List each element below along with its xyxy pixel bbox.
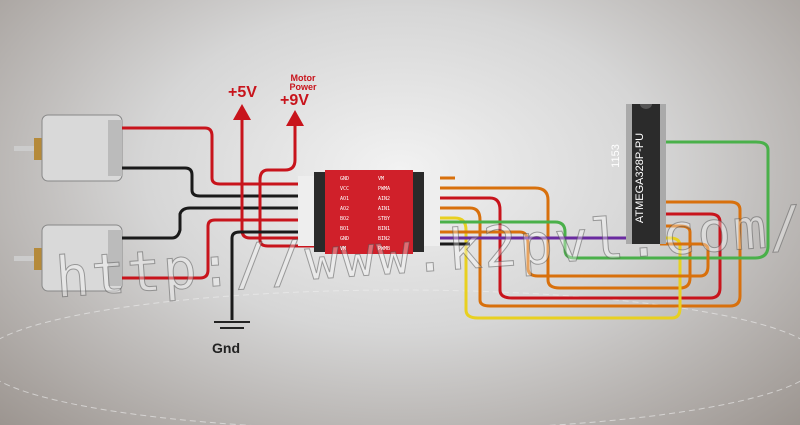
motor-2 bbox=[14, 224, 123, 292]
ground-symbol bbox=[214, 321, 250, 329]
motor-driver-board bbox=[298, 170, 440, 254]
motor-wires bbox=[122, 120, 315, 320]
pin-label: PWMA bbox=[378, 186, 391, 192]
pin-label: AO2 bbox=[340, 206, 350, 212]
pin-label: STBY bbox=[378, 216, 391, 222]
pin-label: GND bbox=[340, 176, 350, 182]
controller-wires bbox=[440, 140, 770, 320]
pin-label: VM bbox=[378, 176, 385, 182]
pin-label: AO1 bbox=[340, 196, 350, 202]
motor-power-label: Motor Power bbox=[289, 73, 317, 92]
chip-date-code: 1153 bbox=[609, 144, 622, 168]
pin-label: GND bbox=[340, 236, 350, 242]
pin-label: AIN2 bbox=[378, 196, 391, 202]
pin-label: PWMB bbox=[378, 246, 391, 252]
pin-label: BO1 bbox=[340, 226, 350, 232]
plus5v-label: +5V bbox=[228, 84, 257, 101]
plus5v-arrow-icon bbox=[233, 104, 251, 120]
gnd-label: Gnd bbox=[212, 340, 240, 356]
pin-label: VCC bbox=[340, 186, 350, 192]
pin-label: BIN1 bbox=[378, 226, 391, 232]
atmega-chip bbox=[626, 104, 666, 244]
plus9v-arrow-icon bbox=[286, 110, 304, 126]
power-arrows bbox=[233, 104, 304, 126]
plus9v-label: +9V bbox=[280, 92, 309, 109]
pin-label: AIN1 bbox=[378, 206, 391, 212]
motor-1 bbox=[14, 114, 123, 182]
pin-label: VM bbox=[340, 246, 347, 252]
pin-label: BO2 bbox=[340, 216, 350, 222]
chip-part-number: ATMEGA328P-PU bbox=[634, 132, 647, 224]
pin-label: BIN2 bbox=[378, 236, 391, 242]
